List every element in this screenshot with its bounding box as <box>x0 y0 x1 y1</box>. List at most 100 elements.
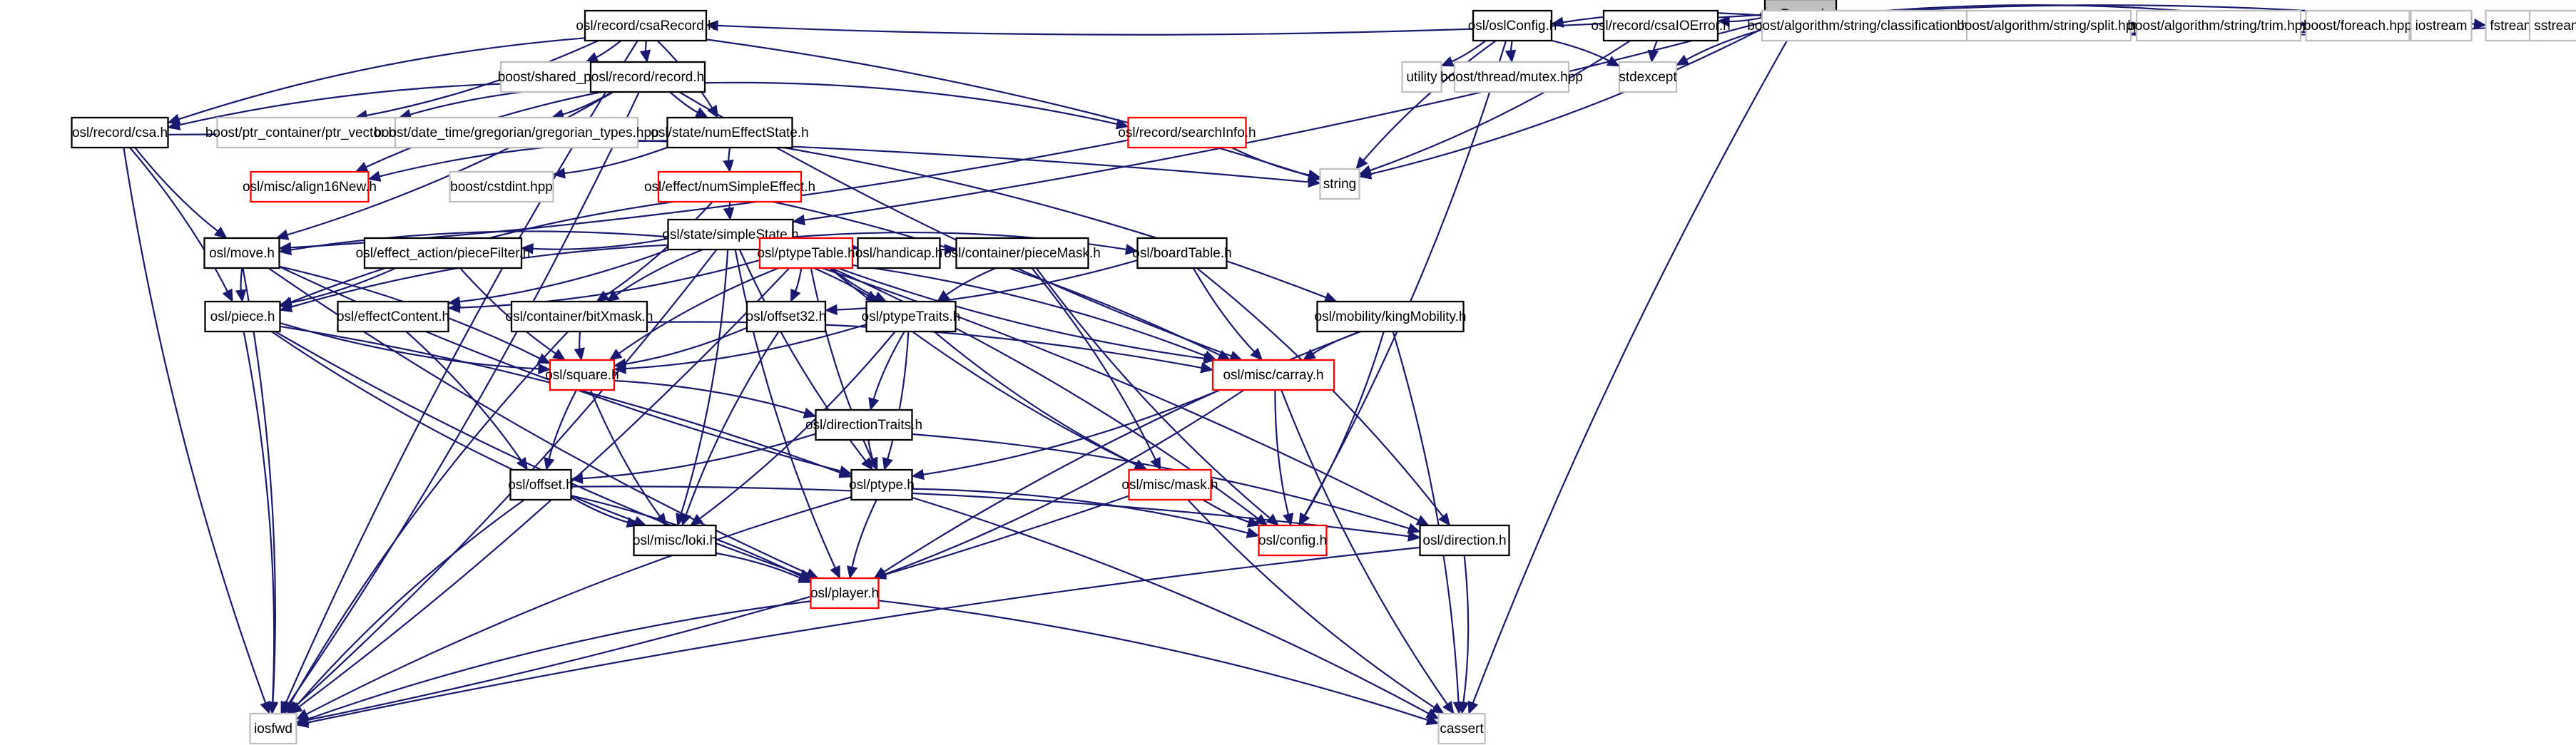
arrowhead-player-h <box>830 565 840 580</box>
node-direction-traits-h[interactable]: osl/directionTraits.h <box>805 409 922 441</box>
node-offset-h[interactable]: osl/offset.h <box>508 468 574 501</box>
node-record-h[interactable]: osl/record/record.h <box>589 61 706 93</box>
node-ptype-traits-h[interactable]: osl/ptypeTraits.h <box>862 300 961 333</box>
node-box <box>1965 9 2132 42</box>
node-box <box>2305 9 2410 42</box>
arrowhead-loki-h <box>690 513 704 526</box>
node-label: osl/record/csa.h <box>72 125 168 140</box>
arrowhead-stdexcept <box>1606 56 1621 67</box>
node-bit-xmask-h[interactable]: osl/container/bitXmask.h <box>506 300 653 333</box>
edge-csa-record-cc-to-cassert <box>1471 29 1794 705</box>
edge-piece-filter-h-to-square-h <box>459 267 558 355</box>
node-utility: utility <box>1401 61 1442 93</box>
arrowhead-carray-h <box>1250 347 1263 361</box>
node-piece-mask-h[interactable]: osl/container/pieceMask.h <box>944 237 1101 269</box>
node-osl-config-h[interactable]: osl/oslConfig.h <box>1468 9 1557 42</box>
node-num-effect-state-h[interactable]: osl/state/numEffectState.h <box>651 116 809 149</box>
node-effect-content-h[interactable]: osl/effectContent.h <box>337 300 449 333</box>
node-csa-ioerror-h[interactable]: osl/record/csaIOError.h <box>1591 9 1731 42</box>
node-label: osl/record/csaRecord.h <box>576 19 715 34</box>
arrowhead-king-mobility-h <box>1323 292 1338 303</box>
node-direction-h[interactable]: osl/direction.h <box>1419 524 1510 557</box>
node-label: osl/container/pieceMask.h <box>944 246 1101 261</box>
arrowhead-csa-h <box>167 119 181 130</box>
node-search-info-h[interactable]: osl/record/searchInfo.h <box>1118 116 1256 149</box>
node-iostream: iostream <box>2410 9 2473 42</box>
node-label: osl/record/csaIOError.h <box>1591 19 1730 34</box>
node-box <box>216 116 400 149</box>
node-piece-h[interactable]: osl/piece.h <box>204 300 281 333</box>
node-csa-h[interactable]: osl/record/csa.h <box>71 116 169 149</box>
node-label: osl/misc/align16New.h <box>243 180 377 195</box>
node-label: boost/cstdint.hpp <box>450 180 553 195</box>
node-offset32-h[interactable]: osl/offset32.h <box>745 300 827 333</box>
edge-carray-h-to-config-h <box>1274 389 1290 516</box>
node-label: osl/square.h <box>545 368 619 383</box>
node-box <box>204 300 281 333</box>
arrowhead-direction-h <box>1438 513 1451 526</box>
node-mutex-hpp: boost/thread/mutex.hpp <box>1440 61 1583 93</box>
node-num-simple-effect-h[interactable]: osl/effect/numSimpleEffect.h <box>644 170 815 203</box>
arrowhead-square-h <box>609 349 623 361</box>
node-loki-h[interactable]: osl/misc/loki.h <box>633 524 717 557</box>
node-move-h[interactable]: osl/move.h <box>203 237 280 269</box>
edge-num-effect-state-h-to-cstdint-hpp <box>563 146 668 175</box>
node-ptype-table-h[interactable]: osl/ptypeTable.h <box>757 237 855 269</box>
arrowhead-square-h <box>613 363 626 374</box>
arrowhead-stdexcept <box>1675 54 1690 66</box>
node-box <box>955 237 1089 269</box>
edge-mask-h-to-config-h <box>1202 499 1251 523</box>
arrowhead-config-h <box>1246 516 1261 528</box>
nodes-layer: csaRecord.ccosl/record/csaRecord.hosl/os… <box>71 0 2576 745</box>
edge-osl-config-h-to-stdexcept <box>1551 39 1612 63</box>
arrowhead-simple-state-h <box>723 207 735 221</box>
arrowhead-num-effect-state-h <box>694 107 709 118</box>
arrowhead-square-h <box>574 347 585 361</box>
node-label: osl/ptypeTable.h <box>757 246 855 261</box>
node-label: boost/foreach.hpp <box>2303 19 2412 34</box>
node-box <box>810 577 880 610</box>
edge-ptype-table-h-to-square-h <box>617 267 779 355</box>
node-box <box>1437 712 1486 745</box>
edge-bit-xmask-h-to-iosfwd <box>288 331 569 706</box>
node-box <box>2135 9 2302 42</box>
edge-piece-mask-h-to-config-h <box>1035 267 1272 520</box>
edge-piece-h-to-loki-h <box>270 331 637 523</box>
node-gregorian-types-hpp: boost/date_time/gregorian/gregorian_type… <box>374 116 659 149</box>
arrowhead-iosfwd <box>283 700 295 715</box>
node-box <box>745 300 827 333</box>
edge-ptype-table-h-to-effect-content-h <box>458 259 760 309</box>
node-king-mobility-h[interactable]: osl/mobility/kingMobility.h <box>1315 300 1467 333</box>
node-csa-record-h[interactable]: osl/record/csaRecord.h <box>576 9 716 42</box>
node-player-h[interactable]: osl/player.h <box>810 577 880 610</box>
arrowhead-piece-h <box>235 289 247 303</box>
node-config-h[interactable]: osl/config.h <box>1258 524 1328 557</box>
node-align16new-h[interactable]: osl/misc/align16New.h <box>243 170 377 203</box>
arrowhead-iosfwd <box>295 714 310 725</box>
edge-ptype-table-h-to-offset32-h <box>794 267 803 293</box>
node-board-table-h[interactable]: osl/boardTable.h <box>1132 237 1232 269</box>
edge-offset-h-to-loki-h <box>570 496 630 524</box>
node-handicap-h[interactable]: osl/handicap.h <box>855 237 943 269</box>
edge-record-h-to-search-info-h <box>704 81 1119 125</box>
node-square-h[interactable]: osl/square.h <box>545 359 619 391</box>
edge-ptype-table-h-to-mask-h <box>829 267 1138 466</box>
arrowhead-string <box>1355 156 1368 170</box>
edge-simple-state-h-to-player-h <box>734 249 837 570</box>
node-box <box>1319 168 1360 200</box>
arrowhead-piece-h <box>222 288 233 303</box>
arrowhead-string <box>1308 176 1321 188</box>
node-carray-h[interactable]: osl/misc/carray.h <box>1211 359 1335 391</box>
arrowhead-move-h <box>213 226 228 239</box>
edge-direction-traits-h-to-direction-h <box>912 433 1411 530</box>
edge-piece-mask-h-to-mask-h <box>1031 267 1157 461</box>
node-mask-h[interactable]: osl/misc/mask.h <box>1121 468 1218 501</box>
arrowhead-effect-content-h <box>447 302 461 314</box>
node-piece-filter-h[interactable]: osl/effect_action/pieceFilter.h <box>356 237 531 269</box>
edge-csa-record-h-to-csa-h <box>177 37 586 120</box>
edge-loki-h-to-player-h <box>716 552 803 580</box>
node-box <box>584 9 708 42</box>
arrowhead-move-h <box>278 244 292 256</box>
node-ptype-h[interactable]: osl/ptype.h <box>849 468 915 501</box>
